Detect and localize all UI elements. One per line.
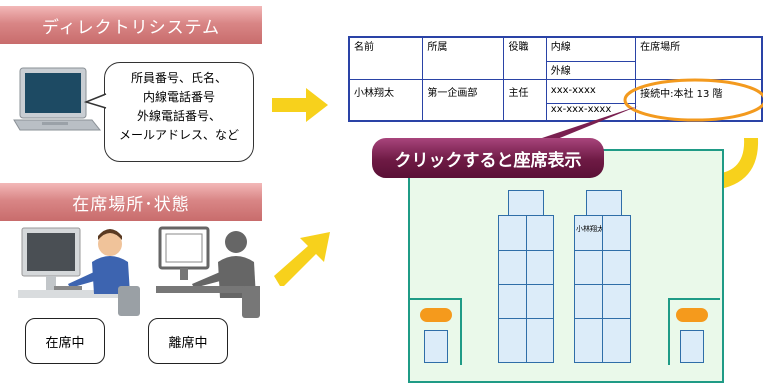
bubble-tail	[84, 93, 109, 109]
right-arrow-icon	[272, 88, 328, 122]
click-to-show-seat-callout: クリックすると座席表示	[372, 138, 604, 178]
desk-right-b4[interactable]	[602, 318, 631, 363]
desk-head-right[interactable]	[586, 190, 622, 216]
header-name: 名前	[348, 36, 424, 80]
callout-text: クリックすると座席表示	[394, 150, 582, 171]
left-booth-desk[interactable]	[424, 330, 448, 363]
desk-left-a3[interactable]	[498, 284, 527, 319]
directory-table: 名前 所属 役職 内線 在席場所 外線 小林翔太 第一企画部 主任 xxx-xx…	[348, 36, 763, 122]
directory-system-banner: ディレクトリシステム	[0, 6, 262, 44]
desk-left-b3[interactable]	[526, 284, 554, 319]
desk-left-b4[interactable]	[526, 318, 554, 363]
person-at-desk-icon	[18, 227, 140, 316]
empty-desk-silhouette-icon	[156, 226, 260, 318]
left-side-booth	[410, 298, 462, 365]
desk-left-b2[interactable]	[526, 250, 554, 285]
seat-name-label: 小林翔太	[576, 225, 604, 233]
present-text: 在席中	[45, 335, 85, 351]
desk-right-b2[interactable]	[602, 250, 631, 285]
header-location: 在席場所	[635, 36, 762, 80]
location-highlight-ring	[623, 78, 763, 122]
desk-left-a2[interactable]	[498, 250, 527, 285]
desk-left-a4[interactable]	[498, 318, 527, 363]
left-orange-seat[interactable]	[420, 308, 452, 322]
bubble-line-3: 外線電話番号、	[136, 109, 221, 123]
desk-left-b1[interactable]	[526, 215, 554, 251]
cell-department: 第一企画部	[422, 78, 505, 122]
right-orange-seat[interactable]	[676, 308, 708, 322]
desk-right-b3[interactable]	[602, 284, 631, 319]
cell-position: 主任	[503, 78, 547, 122]
directory-system-title: ディレクトリシステム	[41, 17, 221, 38]
laptop-icon	[13, 67, 102, 131]
cell-name[interactable]: 小林翔太	[348, 78, 424, 122]
away-text: 離席中	[168, 335, 208, 351]
bubble-line-1: 所員番号、氏名、	[130, 71, 227, 85]
desk-head-left[interactable]	[508, 190, 544, 216]
right-side-booth	[668, 298, 720, 365]
desk-right-a3[interactable]	[574, 284, 603, 319]
diagonal-arrow-icon	[274, 232, 330, 286]
presence-banner: 在席場所･状態	[0, 183, 262, 221]
desk-left-a1[interactable]	[498, 215, 527, 251]
desk-right-a1[interactable]: 小林翔太	[574, 215, 604, 251]
header-position: 役職	[503, 36, 547, 80]
callout-pointer	[530, 106, 638, 142]
bubble-line-2: 内線電話番号	[142, 90, 215, 104]
away-status-label: 離席中	[148, 318, 228, 364]
bubble-line-4: メールアドレス、など	[118, 128, 239, 142]
present-status-label: 在席中	[25, 318, 105, 364]
cell-extension: xxx-xxxx	[545, 78, 637, 104]
directory-info-bubble: 所員番号、氏名、 内線電話番号 外線電話番号、 メールアドレス、など	[104, 62, 254, 162]
desk-right-a4[interactable]	[574, 318, 603, 363]
right-booth-desk[interactable]	[680, 330, 704, 363]
desk-right-b1[interactable]	[602, 215, 631, 251]
header-department: 所属	[422, 36, 505, 80]
header-extension: 内線	[545, 36, 637, 62]
desk-right-a2[interactable]	[574, 250, 603, 285]
presence-title: 在席場所･状態	[72, 194, 190, 215]
